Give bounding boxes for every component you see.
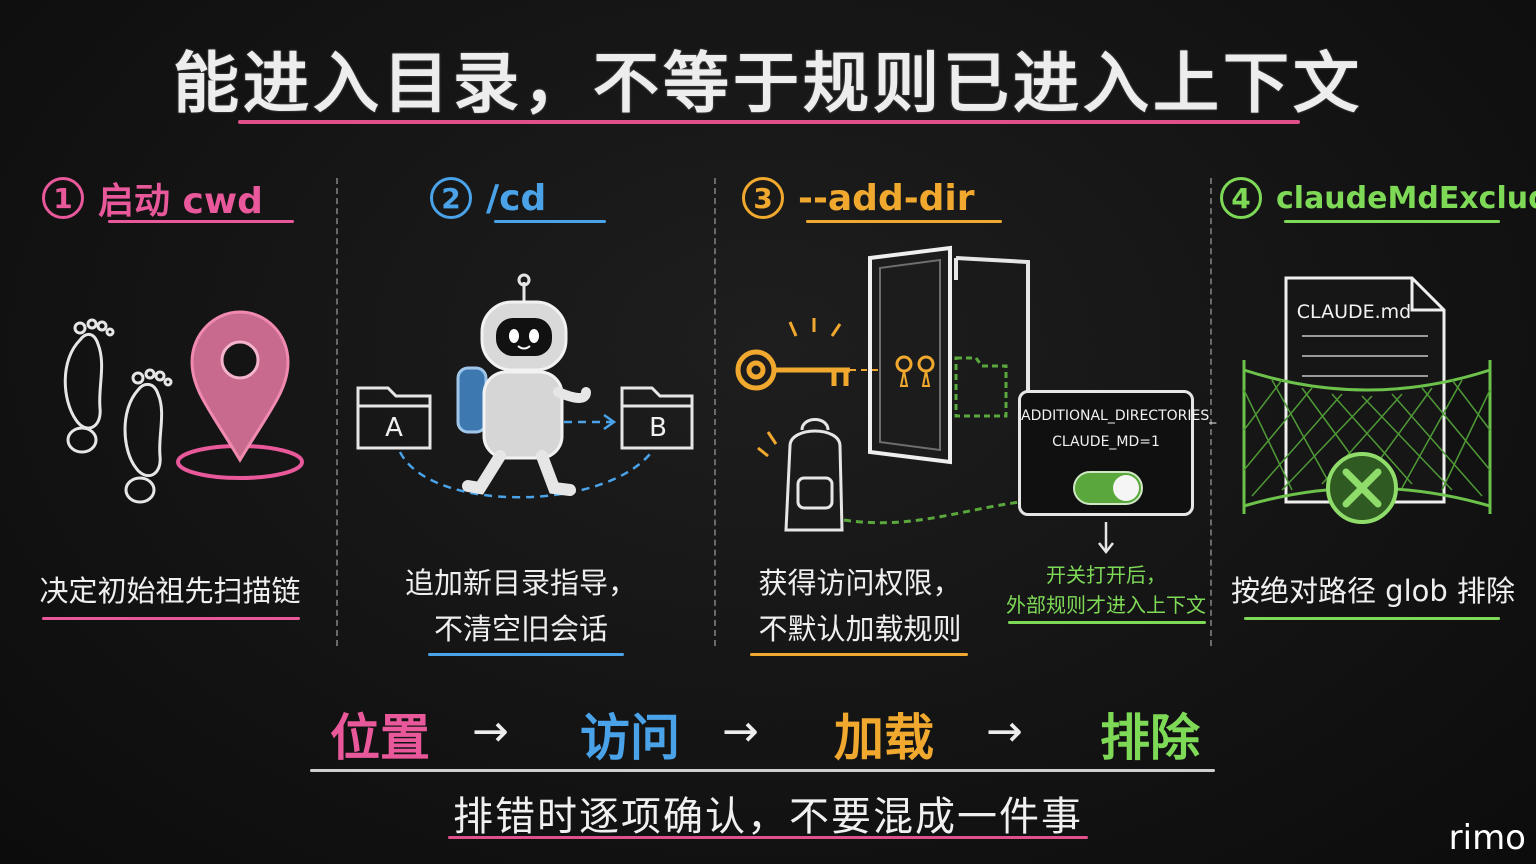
folder-a-icon [356,386,432,450]
caption-line: 不默认加载规则 [758,612,962,646]
chain-step-location: 位置 [330,709,430,767]
robot-icon [456,273,591,496]
chain-step-load: 加载 [834,709,934,767]
step-number: 4 [1220,177,1262,219]
chain-arrow: → [986,706,1023,757]
footer-underline [448,836,1088,839]
section-1-heading: 1 启动 cwd [42,170,263,226]
dashed-path [398,451,651,499]
net-mesh [1243,379,1491,497]
section-2-title: /cd [486,177,547,219]
section-1-underline [108,220,294,223]
section-3-underline [806,220,1002,223]
caption-line: 追加新目录指导， [404,566,637,600]
step-number: 1 [42,177,84,219]
section-2-caption: 追加新目录指导， 不清空旧会话 [386,560,656,652]
section-2-caption-underline [428,653,624,656]
switch-side-note: 开关打开后， 外部规则才进入上下文 [1004,560,1208,620]
folder-b-label: B [649,413,667,443]
section-3-title: --add-dir [798,177,975,219]
section-1-title: 启动 cwd [98,181,263,222]
caption-line: 获得访问权限， [758,566,962,600]
section-4-caption-underline [1244,617,1500,620]
section-2-heading: 2 /cd [430,170,546,226]
section-4-caption: 按绝对路径 glob 排除 [1228,568,1518,614]
section-4-heading: 4 claudeMdExcludes [1220,170,1536,226]
section-2-underline [494,220,606,223]
robot-cd-illustration: A B [356,273,694,499]
section-3-caption: 获得访问权限， 不默认加载规则 [730,560,990,652]
section-4-underline [1284,220,1500,223]
title-underline [238,120,1300,124]
open-door-icon [868,245,952,465]
file-label: CLAUDE.md [1297,301,1411,323]
section-divider [714,178,716,646]
chain-underline [310,769,1215,772]
side-note-underline [1008,621,1206,624]
env-var-line-2: CLAUDE_MD=1 [1052,434,1160,450]
side-note-line: 开关打开后， [1046,563,1166,587]
section-3-heading: 3 --add-dir [742,170,975,226]
section-divider [1210,178,1212,646]
section-divider [336,178,338,646]
brand-watermark: rimo [1448,818,1526,858]
backpack-icon [784,418,844,532]
exclude-x-icon [1326,452,1398,524]
chain-arrow: → [722,706,759,757]
caption-line: 不清空旧会话 [433,612,608,646]
caption-line: 按绝对路径 glob 排除 [1230,574,1516,608]
section-4-title: claudeMdExcludes [1276,180,1536,216]
toggle-knob [1113,475,1139,501]
chain-step-access: 访问 [580,709,680,767]
excluded-file-illustration: CLAUDE.md [1242,276,1492,524]
chain-arrow: → [472,706,509,757]
arrow-head [603,413,617,431]
chain-step-exclude: 排除 [1100,709,1200,767]
footprints-location-illustration [63,310,304,504]
section-3-caption-underline [750,653,968,656]
sparkle-lines [757,318,842,458]
caption-line: 决定初始祖先扫描链 [39,574,301,608]
door-key-illustration [735,245,1030,532]
location-pin-icon [176,310,304,480]
page-title: 能进入目录，不等于规则已进入上下文 [173,45,1363,122]
footer-note: 排错时逐项确认，不要混成一件事 [453,794,1083,840]
folder-a-label: A [385,413,403,443]
env-var-switch-card: ADDITIONAL_DIRECTORIES_ CLAUDE_MD=1 [1018,390,1217,516]
down-arrow-icon [1098,522,1114,555]
section-1-caption: 决定初始祖先扫描链 [20,568,320,614]
step-number: 3 [742,177,784,219]
env-var-line-1: ADDITIONAL_DIRECTORIES_ [1021,408,1217,424]
side-note-line: 外部规则才进入上下文 [1006,593,1206,617]
footprints-icon [63,318,173,504]
folder-b-icon [620,386,694,450]
dashed-path [843,500,1021,525]
section-1-caption-underline [42,617,300,620]
key-icon [735,349,850,391]
toggle-switch[interactable] [1073,471,1143,505]
step-number: 2 [430,177,472,219]
green-folder-icon [954,356,1008,418]
